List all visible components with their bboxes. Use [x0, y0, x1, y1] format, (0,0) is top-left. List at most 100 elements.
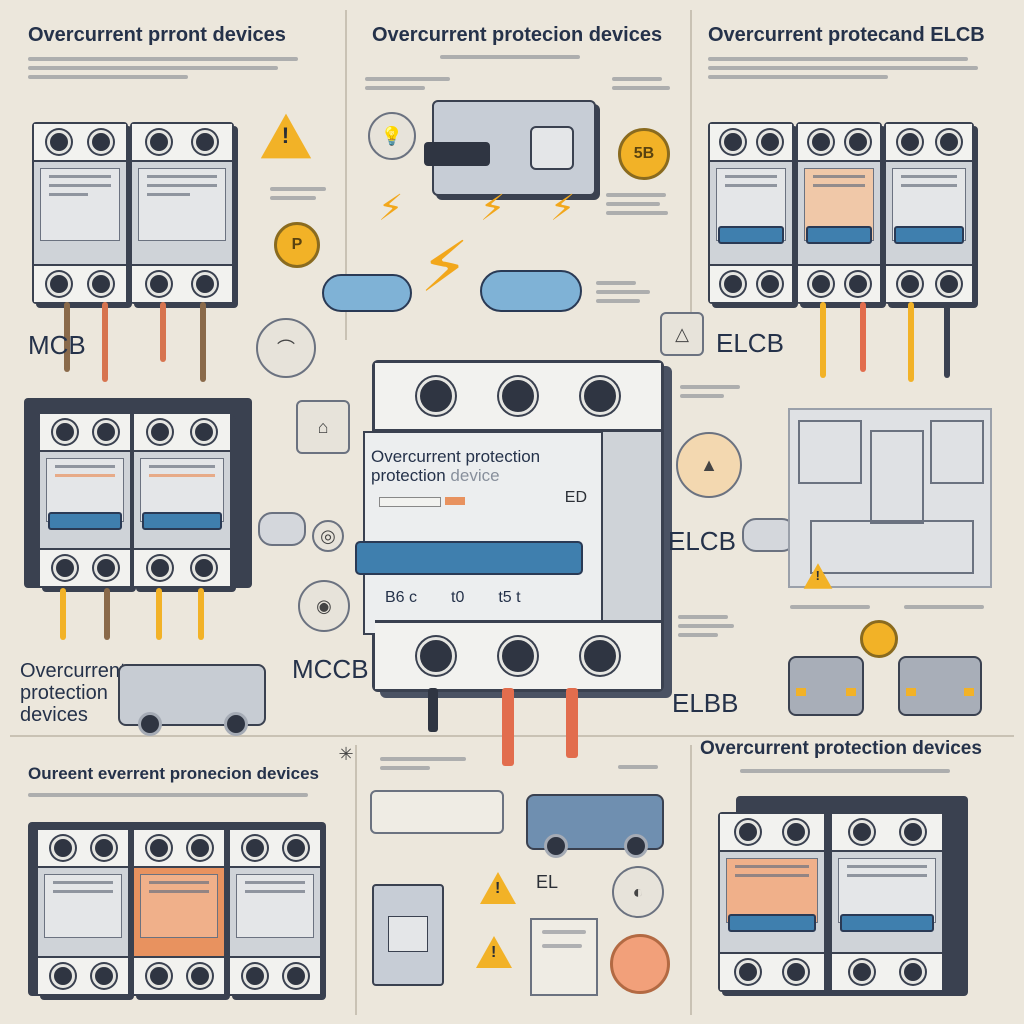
- car-icon: [898, 656, 982, 716]
- description-text: [28, 788, 328, 802]
- description-text: [680, 380, 750, 403]
- info-pill: [742, 518, 796, 552]
- elcb-label-mid: ELCB: [668, 526, 736, 556]
- wire: [60, 588, 66, 640]
- car-icon: [788, 656, 864, 716]
- mcb-label: MCB: [28, 330, 86, 360]
- elcb-breaker: [796, 122, 882, 304]
- car-icon: [526, 794, 664, 858]
- lightning-icon: ⚡: [420, 228, 470, 306]
- warning-icon: [476, 936, 512, 968]
- wire: [860, 302, 866, 372]
- breaker-code-right: t5 t: [498, 589, 521, 606]
- wire: [198, 588, 204, 640]
- left-panel-title: Overcurrent protection devices: [20, 660, 126, 726]
- description-text: [612, 72, 682, 95]
- spark-icon: ✳: [338, 743, 354, 764]
- section-title-bottom-right: Overcurrent protection devices: [700, 738, 982, 759]
- description-text: [365, 72, 465, 95]
- wire: [156, 588, 162, 640]
- wire: [908, 302, 914, 382]
- description-text: [440, 50, 590, 64]
- description-text: [380, 752, 480, 775]
- elcb-breaker: [884, 122, 974, 304]
- breaker-code-left: B6 c: [385, 589, 418, 606]
- fuse-icon: ⌂: [296, 400, 350, 454]
- section-title-top-center: Overcurrent protecion devices: [372, 24, 663, 46]
- lightning-icon: ⚡: [378, 187, 404, 228]
- rating-code: ED: [564, 489, 587, 506]
- description-text: [678, 610, 738, 642]
- description-text: [606, 188, 676, 220]
- lightning-icon: ⚡: [550, 187, 576, 228]
- warning-icon: [260, 113, 312, 159]
- section-title-top-left: Overcurrent prront devices: [28, 24, 286, 46]
- section-divider: [690, 745, 692, 1015]
- main-mccb-breaker: Overcurrent protection protection device…: [355, 360, 664, 692]
- caption-text: [270, 182, 330, 205]
- mcb-breaker: [830, 812, 944, 992]
- settings-icon: ◎: [312, 520, 344, 552]
- description-text: [596, 276, 656, 308]
- isolator-switch: [424, 100, 596, 196]
- meter-icon: ◐: [612, 866, 664, 918]
- main-toggle-lever[interactable]: [355, 541, 583, 575]
- mcb-breaker: [36, 828, 130, 996]
- section-title-bottom-left: Oureent everrent pronecion devices: [28, 764, 319, 783]
- section-title-top-right: Overcurrent protecand ELCB: [708, 24, 985, 46]
- lamp-icon: △: [660, 312, 704, 356]
- el-label: EL: [536, 872, 559, 892]
- warning-icon: [480, 872, 516, 904]
- warning-icon: [803, 563, 833, 589]
- coin-icon: P: [274, 222, 320, 268]
- wiring-diagram: [788, 408, 992, 588]
- section-divider: [690, 10, 692, 340]
- description-text: [740, 764, 960, 778]
- section-divider: [355, 745, 357, 1015]
- mccb-label: MCCB: [292, 654, 369, 684]
- mcb-breaker: [38, 412, 132, 588]
- fuse-diagram: [370, 790, 504, 834]
- lightning-icon: ⚡: [480, 187, 506, 228]
- wire: [428, 688, 438, 732]
- breaker-face-text-suffix: device: [450, 466, 500, 485]
- mcb-breaker: [132, 412, 232, 588]
- coin-icon: [860, 620, 898, 658]
- wire: [200, 302, 206, 382]
- mcb-breaker: [130, 122, 234, 304]
- van-icon: [118, 664, 266, 736]
- gauge-icon: ⌒: [256, 318, 316, 378]
- alarm-icon: ▲: [676, 432, 742, 498]
- description-text: [28, 52, 318, 84]
- wire: [566, 688, 578, 758]
- target-icon: ◉: [298, 580, 350, 632]
- cloud-icon: [480, 270, 582, 312]
- wire: [502, 688, 514, 766]
- small-breaker-icon: [372, 884, 444, 986]
- wire: [160, 302, 166, 362]
- coin-icon: 5B: [618, 128, 670, 180]
- info-pill: [258, 512, 306, 546]
- wire: [820, 302, 826, 378]
- rcbo-breaker: [132, 828, 226, 996]
- lightbulb-icon: 💡: [368, 112, 416, 160]
- document-icon: [530, 918, 598, 996]
- wire: [102, 302, 108, 382]
- wire: [944, 302, 950, 378]
- rcbo-breaker: [718, 812, 826, 992]
- elcb-label: ELCB: [716, 328, 784, 358]
- description-text: [708, 52, 998, 84]
- mcb-breaker: [228, 828, 322, 996]
- wire: [104, 588, 110, 640]
- wire: [64, 302, 70, 372]
- description-text: [790, 600, 1000, 619]
- elcb-breaker: [708, 122, 794, 304]
- elbb-label: ELBB: [672, 688, 739, 718]
- breaker-code-mid: t0: [451, 589, 465, 606]
- breaker-face-text: Overcurrent protection protection: [371, 447, 541, 485]
- cloud-icon: [322, 274, 412, 312]
- section-divider: [345, 10, 347, 340]
- mcb-breaker: [32, 122, 128, 304]
- description-text: [618, 760, 668, 774]
- coin-icon: [610, 934, 670, 994]
